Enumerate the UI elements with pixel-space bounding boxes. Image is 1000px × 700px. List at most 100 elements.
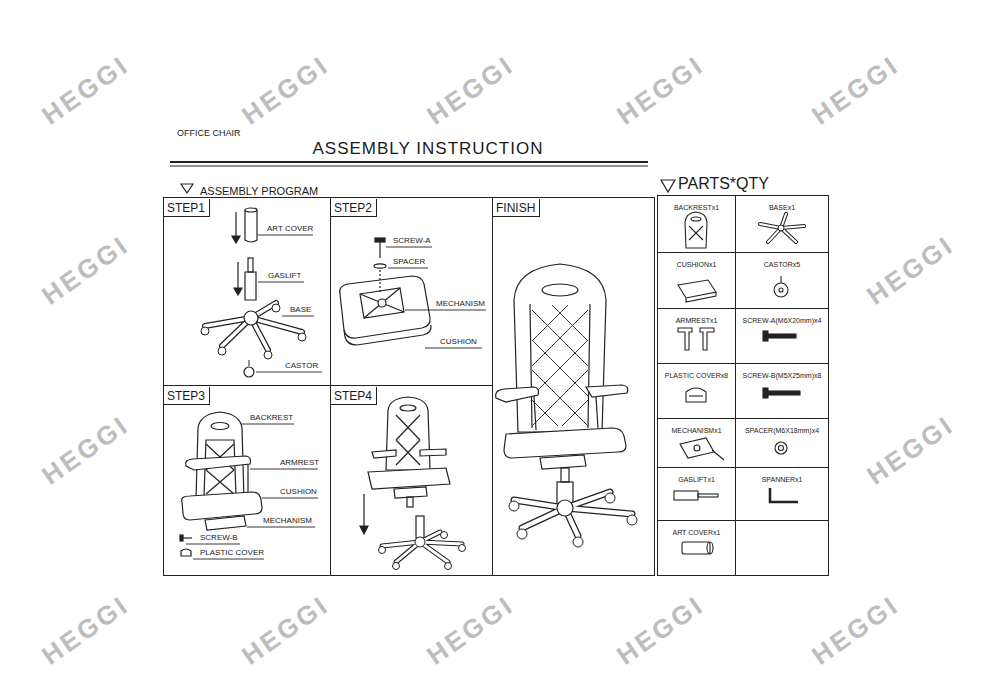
part-cell: SCREW-B(M5X25mm)x8 <box>735 363 829 419</box>
finished-base <box>514 492 632 536</box>
part-icon <box>674 491 698 500</box>
part-icon <box>770 488 798 502</box>
step-panel: STEP2 <box>330 197 493 386</box>
leader-line <box>247 527 315 528</box>
part-label: SCREW-B <box>200 533 238 542</box>
step2-seat-mechanism <box>340 276 430 338</box>
step1-base <box>244 367 254 377</box>
sheet-title: ASSEMBLY INSTRUCTION <box>313 139 544 159</box>
part-icon <box>689 226 703 240</box>
watermark: HEGGI <box>36 229 134 310</box>
finished-base <box>509 492 637 547</box>
step4-base <box>379 547 386 554</box>
part-icon <box>691 217 701 221</box>
step2-seat-mechanism <box>379 242 380 258</box>
title-rule <box>170 162 648 166</box>
leader-line <box>262 498 318 499</box>
finished-chair <box>534 396 536 430</box>
watermark: HEGGI <box>861 409 959 490</box>
step-heading: STEP2 <box>331 199 377 217</box>
step4-base <box>382 532 462 562</box>
part-icon-base <box>760 214 804 242</box>
step3-chair <box>181 549 191 556</box>
part-icon <box>678 328 692 350</box>
watermark: HEGGI <box>36 409 134 490</box>
leader-line <box>241 424 294 425</box>
part-name: SCREW-A(M6X20mm)x4 <box>743 316 822 325</box>
part-name: SCREW-B(M5X25mm)x8 <box>743 371 822 380</box>
step1-exploded-parts <box>235 212 236 237</box>
step1-base <box>264 351 272 359</box>
step1-exploded-parts <box>245 272 256 300</box>
finished-chair <box>504 428 626 458</box>
step3-chair <box>180 412 262 556</box>
step2-seat-mechanism <box>360 294 404 312</box>
part-label: SCREW-A <box>393 236 431 245</box>
section-heading: PARTS*QTY <box>678 174 769 193</box>
step4-chair-and-base <box>394 487 427 498</box>
leader-line <box>250 469 318 470</box>
step1-base <box>272 304 280 312</box>
part-icon-base <box>778 225 784 231</box>
step4-base <box>459 545 466 552</box>
part-name: MECHANISMx1 <box>671 426 721 435</box>
part-icon <box>700 328 714 350</box>
step4-chair-and-base <box>360 397 450 538</box>
part-name: ARMRESTx1 <box>676 316 718 325</box>
step1-exploded-parts <box>232 236 240 243</box>
watermark: HEGGI <box>36 49 134 130</box>
step-heading: STEP4 <box>331 387 377 405</box>
part-name: ART COVERx1 <box>673 528 721 537</box>
part-icon <box>678 280 716 298</box>
step4-chair-and-base <box>396 415 420 465</box>
finished-chair <box>542 284 578 296</box>
finished-base <box>517 529 527 539</box>
part-label: GASLIFT <box>268 271 301 280</box>
program-frame: ASSEMBLY PROGRAMSTEP1STEP2FINISHSTEP3STE… <box>163 197 655 576</box>
leader-line <box>186 544 240 545</box>
step1-exploded-parts <box>245 210 257 242</box>
part-name: BACKRESTx1 <box>674 203 719 212</box>
part-icon <box>694 445 700 451</box>
parts-table: PARTS*QTYBACKRESTx1BASEx1CUSHIONx1CASTOR… <box>657 195 829 576</box>
part-name: BASEx1 <box>769 203 795 212</box>
part-name: GASLIFTx1 <box>678 475 715 484</box>
step3-chair <box>205 516 246 530</box>
part-icon <box>780 276 781 283</box>
step1-exploded-parts <box>245 208 257 212</box>
title-rule <box>170 161 648 163</box>
step-heading: STEP3 <box>164 387 210 405</box>
leader-line <box>282 316 314 317</box>
finished-chair <box>532 305 588 426</box>
part-icon <box>685 212 707 248</box>
finished-chair <box>514 264 606 432</box>
step4-chair-and-base <box>386 397 430 470</box>
finished-base <box>573 537 583 547</box>
finished-chair <box>540 455 586 469</box>
finished-chair <box>596 397 598 428</box>
watermark: HEGGI <box>36 589 134 670</box>
finished-base <box>627 515 637 525</box>
finished-base <box>557 500 573 516</box>
step2-seat-mechanism <box>364 288 400 318</box>
part-cell: SPANNERx1 <box>735 467 829 521</box>
part-label: PLASTIC COVER <box>200 548 264 557</box>
step-panel: STEP3 <box>163 385 331 576</box>
step1-base <box>201 327 209 335</box>
step2-seat-mechanism <box>378 299 386 307</box>
part-icon-base <box>760 214 804 242</box>
part-label: BASE <box>290 305 311 314</box>
watermark: HEGGI <box>421 589 519 670</box>
leader-line <box>193 559 264 560</box>
part-icon <box>686 292 716 302</box>
part-icon <box>774 283 788 297</box>
step1-base <box>298 333 306 341</box>
section-triangle <box>661 180 675 192</box>
part-name: CASTORx5 <box>764 260 800 269</box>
finish-panel: FINISH <box>492 197 655 576</box>
step1-base <box>218 347 226 355</box>
part-label: CUSHION <box>280 487 317 496</box>
finished-chair <box>586 385 628 397</box>
part-icon <box>763 388 768 398</box>
step1-base <box>205 303 302 350</box>
